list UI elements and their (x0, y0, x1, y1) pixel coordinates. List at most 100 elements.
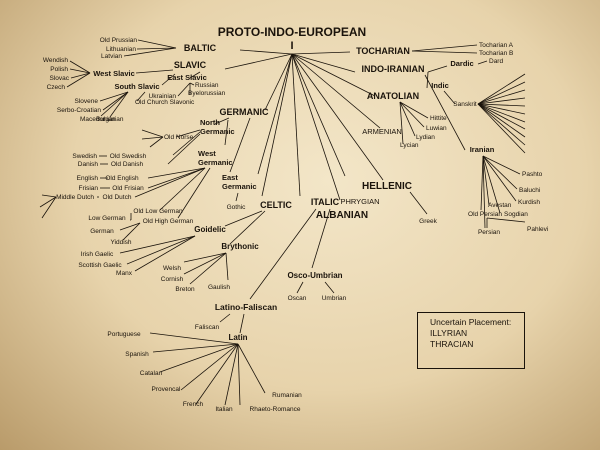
tree-connector (180, 343, 239, 391)
tree-connector (177, 82, 191, 97)
tree-connector (189, 71, 201, 79)
node-hellenic: HELLENIC (362, 181, 412, 192)
tree-connector (224, 210, 263, 227)
node-rumanian: Rumanian (272, 392, 302, 399)
node-tocharian: TOCHARIAN (356, 46, 410, 56)
tree-connector (477, 103, 526, 154)
node-ukrainian: Ukrainian (149, 93, 177, 100)
node-swedish: Swedish (72, 153, 97, 160)
tree-connector (399, 101, 416, 137)
node-indo-iranian: INDO-IRANIAN (362, 64, 425, 74)
node-phrygian: PHRYGIAN (340, 197, 379, 206)
node-latino-faliscan: Latino-Faliscan (215, 302, 277, 312)
tree-connector (291, 53, 341, 201)
tree-connector (159, 343, 239, 373)
node-south-slavic: South Slavic (114, 82, 159, 91)
tree-connector (249, 208, 317, 300)
tree-connector (239, 49, 293, 55)
node-irish-gaelic: Irish Gaelic (81, 251, 114, 258)
node-hittite: Hittite (430, 115, 447, 122)
node-polish: Polish (50, 66, 68, 73)
tree-connector (189, 252, 227, 285)
tree-connector (224, 53, 293, 70)
tree-connector (66, 72, 91, 88)
node-frisian: Frisian (78, 185, 98, 192)
node-cornish: Cornish (161, 276, 184, 283)
tree-connector (477, 103, 526, 146)
node-persian: Persian (478, 229, 500, 236)
tree-connector (229, 117, 251, 173)
uncertain-item-illyrian: ILLYRIAN (430, 328, 468, 338)
tree-connector (477, 73, 526, 105)
tree-connector (161, 73, 176, 86)
tree-connector (257, 53, 293, 175)
tree-connector (235, 192, 239, 202)
tree-connector (177, 167, 211, 219)
node-old-church-slavonic: Old Church Slavonic (135, 99, 195, 106)
tree-connector (39, 196, 57, 208)
tree-connector (136, 91, 146, 102)
tree-connector (41, 196, 57, 219)
node-proto-indo-european: PROTO-INDO-EUROPEAN (218, 25, 366, 39)
node-lydian: Lydian (416, 134, 435, 141)
node-pashto: Pashto (522, 171, 543, 178)
node-low-german: Low German (88, 215, 126, 222)
node-wendish: Wendish (43, 57, 69, 64)
tree-connector (119, 222, 141, 231)
node-greek: Greek (419, 218, 437, 225)
node-scottish-gaelic: Scottish Gaelic (78, 262, 122, 269)
node-tocharian-b: Tocharian B (479, 50, 513, 57)
node-dard: Dard (489, 58, 503, 65)
node-old-dutch: Old Dutch (103, 194, 132, 201)
node-old-low-german: Old Low German (133, 208, 183, 215)
tree-connector (229, 210, 266, 245)
node-pahlevi: Pahlevi (527, 226, 548, 233)
tree-connector (172, 131, 201, 156)
tree-connector (291, 53, 384, 181)
tree-connector (225, 252, 229, 281)
node-latin: Latin (228, 333, 247, 342)
tree-connector (482, 155, 486, 229)
tree-connector (486, 217, 526, 223)
node-old-english: Old English (105, 175, 139, 182)
node-slovene: Slovene (75, 98, 99, 105)
node-anatolian: ANATOLIAN (367, 91, 419, 101)
node-indic: Indic (431, 81, 449, 90)
node-lithuanian: Lithuanian (106, 46, 136, 53)
tree-connector (477, 97, 526, 105)
tree-connector (183, 252, 227, 275)
node-byelorussian: Byelorussian (188, 90, 226, 97)
tree-connector (264, 53, 293, 111)
tree-connector (239, 313, 245, 334)
tree-connector (477, 103, 526, 130)
node-czech: Czech (47, 84, 66, 91)
node-osco-umbrian: Osco-Umbrian (287, 271, 342, 280)
node-dardic: Dardic (450, 59, 473, 68)
tree-connector (477, 103, 526, 123)
tree-connector (291, 51, 351, 55)
node-faliscan: Faliscan (195, 324, 220, 331)
tree-connector (137, 39, 177, 49)
tree-connector (399, 101, 425, 128)
node-slavic: SLAVIC (174, 60, 207, 70)
tree-connector (291, 53, 381, 129)
tree-connector (69, 60, 91, 74)
tree-connector (296, 281, 304, 294)
tree-connector (477, 103, 526, 138)
tree-connector (134, 235, 196, 272)
tree-connector (409, 191, 428, 215)
tree-connector (119, 235, 196, 254)
tree-connector (175, 129, 201, 138)
tree-connector (291, 53, 301, 197)
node-albanian: ALBANIAN (316, 210, 368, 221)
node-old-danish: Old Danish (111, 161, 144, 168)
node-west-slavic: West Slavic (93, 69, 135, 78)
node-east-germanic: East (222, 173, 238, 182)
tree-connector (399, 101, 404, 145)
tree-connector (134, 167, 206, 198)
tree-connector (237, 343, 241, 406)
node-east-germanic-line2: Germanic (222, 182, 257, 191)
tree-connector (399, 101, 429, 119)
